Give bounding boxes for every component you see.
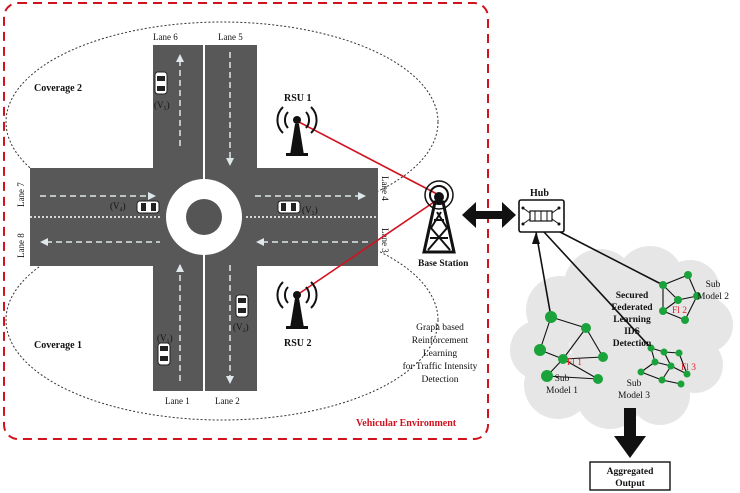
base-station-icon: [422, 180, 456, 254]
sub-model-2-network: [659, 271, 701, 324]
fl-title-line-2: Federated: [611, 303, 653, 313]
rsu1-label: RSU 1: [284, 93, 312, 104]
vehicle-v5: [154, 71, 168, 95]
vehicle-v4: [136, 200, 160, 214]
graph-text-line-3: Learning: [423, 349, 458, 359]
sub-model-2-line-2: Model 2: [697, 292, 729, 302]
rsu1-link: [296, 120, 438, 195]
vehicle-v3: [277, 200, 301, 214]
sub-model-1-line-1: Sub: [555, 374, 570, 384]
fl-title-line-5: Detection: [613, 339, 652, 349]
sub-model-3-network: [637, 344, 691, 388]
hub-icon: [518, 199, 565, 233]
aggregated-output-line-1: Aggregated: [607, 467, 655, 477]
hub-link-fl3: [543, 231, 652, 349]
graph-text-line-5: Detection: [422, 375, 459, 385]
sub-model-3-line-1: Sub: [627, 379, 642, 389]
rsu2-icon: [276, 281, 318, 329]
rsu1-icon: [276, 106, 318, 156]
rsu2-link: [296, 199, 438, 296]
hub-label: Hub: [530, 188, 549, 199]
sub-model-2-line-1: Sub: [706, 280, 721, 290]
fl-title-line-3: Learning: [613, 315, 651, 325]
lane-2-label: Lane 2: [215, 396, 240, 406]
graph-text-line-2: Reinforcement: [412, 335, 469, 346]
aggregation-arrow: [614, 408, 646, 458]
lane-6-label: Lane 6: [153, 32, 178, 42]
base-station-label: Base Station: [418, 259, 469, 269]
roundabout-center: [186, 199, 222, 235]
fl-title-line-1: Secured: [616, 291, 649, 301]
vehicle-v1-label: (V₁): [157, 333, 173, 343]
vehicular-environment-border: [3, 2, 489, 440]
intersection-roads: [30, 45, 378, 391]
vehicle-v2-label: (V₂): [233, 322, 249, 332]
rsu2-label: RSU 2: [284, 338, 312, 349]
sub-model-1-line-2: Model 1: [546, 386, 578, 396]
vehicle-v1: [157, 342, 171, 366]
base-hub-arrow: [462, 202, 516, 228]
lane-5-label: Lane 5: [218, 32, 243, 42]
lane-4-label: Lane 4: [380, 176, 390, 201]
aggregated-output-box: [589, 461, 671, 491]
sub-model-3-line-2: Model 3: [618, 391, 650, 401]
vehicle-v2: [235, 294, 249, 318]
vehicle-v5-label: (V₅): [154, 100, 170, 110]
sub-model-1-network: [534, 311, 608, 384]
vehicle-v3-label: (V₃): [302, 205, 318, 215]
vehicular-environment-label: Vehicular Environment: [356, 418, 457, 429]
lane-1-label: Lane 1: [165, 396, 190, 406]
coverage-2-label: Coverage 2: [34, 83, 82, 94]
hub-link-fl2: [559, 231, 664, 286]
fl-title-line-4: IDS: [624, 327, 640, 337]
graph-text-line-1: Graph based: [416, 323, 464, 333]
vehicle-v4-label: (V₄): [110, 201, 126, 211]
lane-7-label: Lane 7: [16, 182, 26, 207]
hub-link-fl1: [535, 231, 552, 318]
fl2-label: Fl 2: [672, 306, 687, 316]
fl3-label: Fl 3: [681, 363, 696, 373]
fl1-label: Fl 1: [567, 358, 582, 368]
graph-text-line-4: for Traffic Intensity: [403, 361, 478, 372]
aggregated-output-line-2: Output: [615, 479, 645, 489]
lane-3-label: Lane 3: [380, 228, 390, 253]
lane-8-label: Lane 8: [16, 233, 26, 258]
coverage-1-label: Coverage 1: [34, 340, 82, 351]
